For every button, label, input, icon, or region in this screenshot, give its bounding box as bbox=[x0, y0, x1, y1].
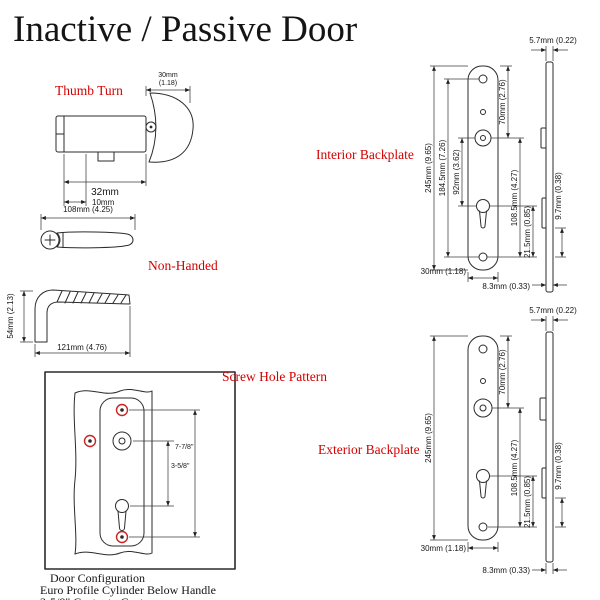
lever-side-height-dim: 54mm (2.13) bbox=[6, 293, 15, 339]
exterior-top-to-handle-dim: 70mm (2.76) bbox=[498, 349, 507, 395]
exterior-width-dim: 30mm (1.18) bbox=[421, 544, 467, 553]
thumb-turn-offset-dim: 10mm bbox=[92, 198, 115, 207]
thumb-turn-label: Thumb Turn bbox=[55, 83, 123, 98]
page-title: Inactive / Passive Door bbox=[13, 9, 358, 50]
exterior-backplate-drawing bbox=[467, 331, 554, 563]
exterior-edge-dim: 8.3mm (0.33) bbox=[482, 566, 530, 575]
screw-pattern-overall-dim: 7-7/8" bbox=[175, 444, 194, 451]
screw-hole-pattern-label: Screw Hole Pattern bbox=[222, 369, 327, 384]
interior-thickness-dim: 5.7mm (0.22) bbox=[529, 36, 577, 45]
screw-hole-top bbox=[115, 403, 129, 417]
screw-hole-edge bbox=[83, 434, 97, 448]
screw-pattern-holes bbox=[83, 403, 129, 544]
screw-pattern-drawing bbox=[44, 371, 236, 570]
interior-backplate-side-view bbox=[545, 61, 554, 293]
lever-side-drawing bbox=[34, 289, 131, 343]
lever-side-length-dim: 121mm (4.76) bbox=[57, 343, 107, 352]
exterior-thickness-dim: 5.7mm (0.22) bbox=[529, 306, 577, 315]
screw-hole-bottom bbox=[115, 530, 129, 544]
lever-top-drawing bbox=[40, 230, 134, 250]
note-euro-profile: Euro Profile Cylinder Below Handle bbox=[40, 583, 216, 597]
interior-handle-to-bottom-dim: 108.5mm (4.27) bbox=[510, 169, 519, 226]
note-door-configuration: Door Configuration bbox=[50, 571, 145, 585]
note-center-to-center: 3-5/8" Center to Center bbox=[40, 595, 153, 600]
screw-pattern-centers-dim: 3-5/8" bbox=[171, 463, 190, 470]
lever-top-length-dim: 108mm (4.25) bbox=[63, 205, 113, 214]
interior-backplate-label: Interior Backplate bbox=[316, 147, 414, 162]
exterior-backplate-side-view bbox=[545, 331, 554, 563]
lever-side-dim-lines bbox=[20, 290, 131, 357]
interior-dim-lines bbox=[430, 46, 568, 287]
exterior-dim-lines bbox=[430, 316, 568, 574]
interior-cylinder-to-screw-dim: 21.5mm (0.85) bbox=[523, 206, 532, 258]
lever-top-dim-lines bbox=[40, 214, 136, 230]
thumb-turn-width-dim-line2: (1.18) bbox=[159, 80, 177, 87]
interior-edge-dim: 8.3mm (0.33) bbox=[482, 282, 530, 291]
interior-screw-span-dim: 184.5mm (7.26) bbox=[438, 139, 447, 196]
interior-height-dim: 245mm (9.65) bbox=[424, 143, 433, 193]
exterior-backplate-label: Exterior Backplate bbox=[318, 442, 420, 457]
exterior-height-dim: 245mm (9.65) bbox=[424, 413, 433, 463]
interior-projection-dim: 9.7mm (0.38) bbox=[554, 172, 563, 220]
interior-top-to-handle-dim: 70mm (2.76) bbox=[498, 79, 507, 125]
thumb-turn-length-dim: 32mm bbox=[91, 187, 119, 198]
thumb-turn-dim-lines bbox=[63, 86, 191, 206]
interior-backplate-drawing bbox=[467, 61, 554, 293]
non-handed-label: Non-Handed bbox=[148, 258, 218, 273]
exterior-projection-dim: 9.7mm (0.38) bbox=[554, 442, 563, 490]
exterior-handle-to-bottom-dim: 108.5mm (4.27) bbox=[510, 439, 519, 496]
interior-width-dim: 30mm (1.18) bbox=[421, 267, 467, 276]
interior-handle-to-cylinder-dim: 92mm (3.62) bbox=[452, 149, 461, 195]
thumb-turn-drawing bbox=[55, 92, 194, 163]
thumb-turn-width-dim-line1: 30mm bbox=[158, 72, 178, 79]
exterior-cylinder-to-screw-dim: 21.5mm (0.85) bbox=[523, 476, 532, 528]
door-configuration-box bbox=[44, 371, 236, 570]
screw-pattern-dim-lines bbox=[129, 409, 200, 538]
